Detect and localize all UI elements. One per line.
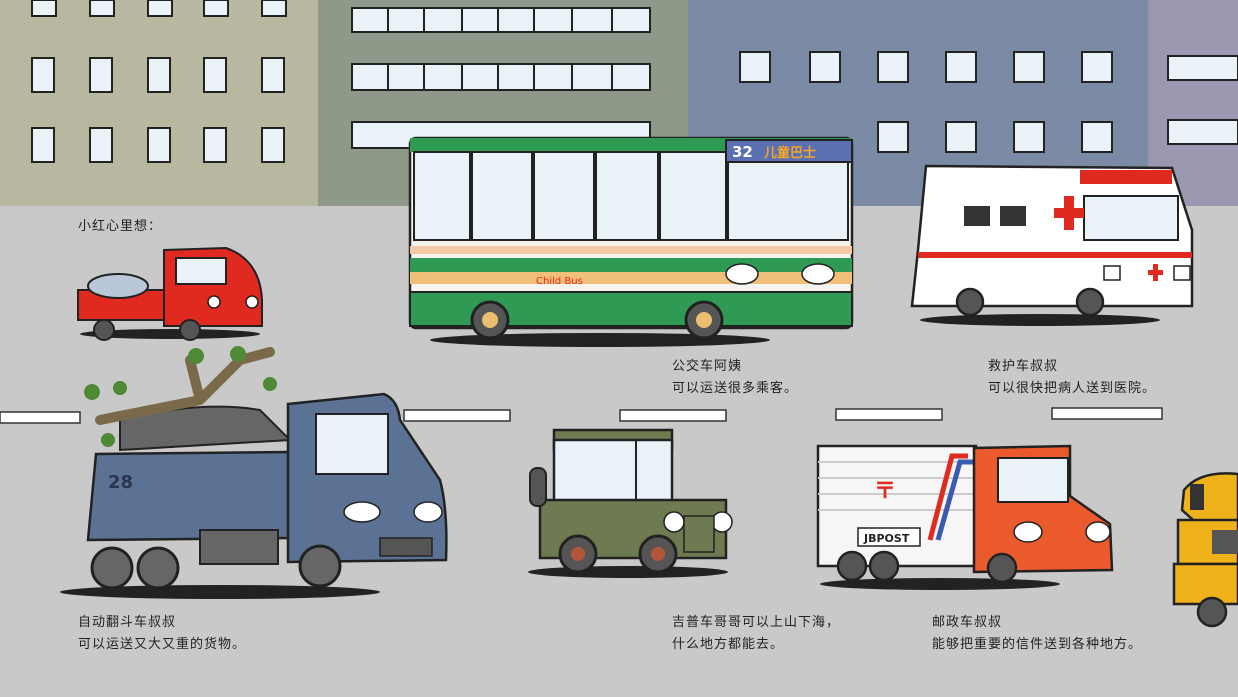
blue-dump-truck: 28: [60, 346, 448, 599]
caption-dump-truck: 自动翻斗车叔叔 可以运送又大又重的货物。: [78, 612, 246, 656]
caption-bus-line2: 可以运送很多乘客。: [672, 381, 799, 396]
caption-mail: 邮政车叔叔 能够把重要的信件送到各种地方。: [932, 612, 1142, 656]
caption-dump-truck-line2: 可以运送又大又重的货物。: [78, 637, 247, 652]
dump-truck-number: 28: [108, 472, 133, 493]
bus-sign-text: 儿童巴士: [763, 145, 816, 161]
caption-bus-line1: 公交车阿姨: [672, 359, 743, 374]
caption-small-red: 小红心里想：: [78, 216, 162, 238]
building-purple: [1148, 0, 1238, 206]
caption-mail-line2: 能够把重要的信件送到各种地方。: [932, 637, 1143, 652]
caption-bus: 公交车阿姨 可以运送很多乘客。: [672, 356, 798, 400]
mail-truck-logo: JBPOST: [863, 532, 910, 545]
caption-small-red-line1: 小红心里想：: [78, 219, 163, 234]
caption-ambulance-line1: 救护车叔叔: [988, 359, 1059, 374]
ambulance: [910, 164, 1194, 326]
bus-side-text: Child Bus: [536, 276, 583, 287]
caption-dump-truck-line1: 自动翻斗车叔叔: [78, 615, 177, 630]
lane-markings: [0, 407, 1163, 424]
caption-ambulance-line2: 可以很快把病人送到医院。: [988, 381, 1157, 396]
green-bus: 32 儿童巴士 Child Bus: [408, 136, 854, 347]
small-red-truck: [77, 246, 263, 341]
yellow-crane-truck: [1172, 472, 1238, 628]
mail-truck: 〒 JBPOST: [816, 444, 1114, 590]
olive-jeep: [528, 428, 733, 578]
caption-ambulance: 救护车叔叔 可以很快把病人送到医院。: [988, 356, 1156, 400]
caption-jeep: 吉普车哥哥可以上山下海， 什么地方都能去。: [672, 612, 840, 656]
bus-route-number: 32: [732, 143, 753, 161]
building-beige: [0, 0, 318, 206]
caption-jeep-line1: 吉普车哥哥可以上山下海，: [672, 615, 841, 630]
svg-text:〒: 〒: [874, 479, 896, 504]
caption-jeep-line2: 什么地方都能去。: [672, 637, 785, 652]
caption-mail-line1: 邮政车叔叔: [932, 615, 1003, 630]
